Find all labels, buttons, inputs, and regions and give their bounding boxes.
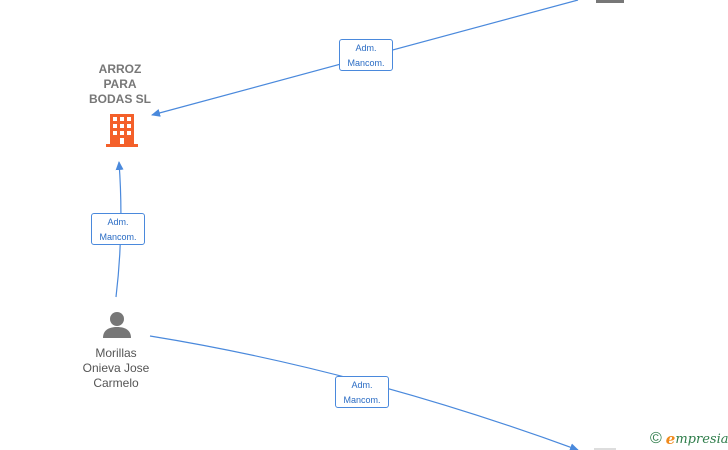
brand-name: mpresia	[675, 431, 728, 447]
offscreen-node-top-icon	[596, 0, 624, 3]
person-name[interactable]: Morillas Onieva Jose Carmelo	[82, 346, 150, 390]
edge-label-middle[interactable]: Adm. Mancom.	[91, 213, 145, 245]
brand-logo: © e mpresia	[650, 429, 728, 449]
company-name[interactable]: ARROZ PARA BODAS SL	[88, 62, 151, 106]
person-icon	[103, 312, 131, 338]
offscreen-node-bottom-icon	[594, 448, 616, 450]
copyright-icon: ©	[650, 430, 662, 447]
edge-label-top[interactable]: Adm. Mancom.	[339, 39, 393, 71]
building-icon	[106, 114, 138, 147]
edge-label-bottom[interactable]: Adm. Mancom.	[335, 376, 389, 408]
brand-initial: e	[665, 430, 676, 448]
